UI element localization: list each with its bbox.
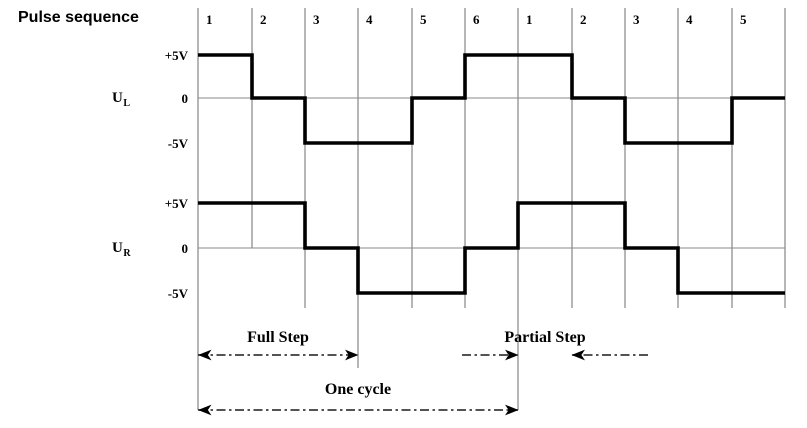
column-number-1: 2 (260, 12, 267, 27)
column-number-0: 1 (206, 12, 213, 27)
voltage-label-ur-2: -5V (168, 286, 189, 301)
voltage-label-ur-0: +5V (165, 196, 189, 211)
waveform-ul (198, 53, 785, 145)
signal-label-subscript-ul: L (123, 98, 130, 109)
voltage-label-ur-1: 0 (182, 241, 189, 256)
column-number-group: 1 2 3 4 5 6 1 2 3 4 5 (206, 12, 747, 27)
column-number-7: 2 (580, 12, 587, 27)
annotation-partial-step: Partial Step (462, 329, 648, 361)
column-number-9: 4 (686, 12, 693, 27)
voltage-label-ul-2: -5V (168, 136, 189, 151)
annotation-one-cycle: One cycle (198, 381, 519, 416)
column-number-6: 1 (526, 12, 533, 27)
column-number-10: 5 (740, 12, 747, 27)
page-title: Pulse sequence (18, 9, 139, 26)
column-number-2: 3 (313, 12, 320, 27)
annotation-label-one-cycle: One cycle (325, 381, 391, 398)
column-number-3: 4 (366, 12, 373, 27)
column-number-4: 5 (420, 12, 427, 27)
annotation-label-full-step: Full Step (247, 329, 309, 346)
waveform-group (198, 53, 785, 295)
voltage-label-ul-0: +5V (165, 48, 189, 63)
column-number-8: 3 (633, 12, 640, 27)
column-number-5: 6 (473, 12, 480, 27)
annotation-full-step: Full Step (198, 329, 359, 361)
waveform-ur (198, 201, 785, 295)
signal-label-subscript-ur: R (123, 248, 131, 259)
voltage-label-ul-1: 0 (182, 91, 189, 106)
annotation-label-partial-step: Partial Step (504, 329, 585, 346)
